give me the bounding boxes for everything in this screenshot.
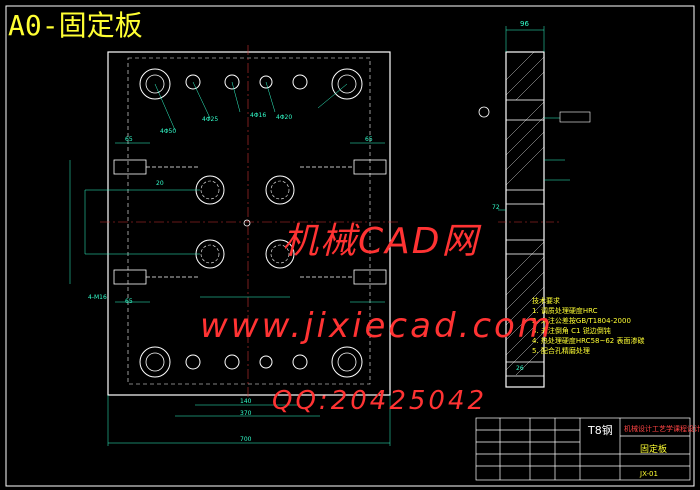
part-name-label: 固定板 bbox=[640, 445, 668, 455]
dim-4phi16: 4Φ16 bbox=[250, 112, 267, 119]
dim-left-65b: 65 bbox=[125, 298, 133, 305]
dim-4phi25: 4Φ25 bbox=[202, 116, 219, 123]
technical-notes: 技术要求 1. 调质处理硬度HRC 2. 未注公差按GB/T1804-2000 … bbox=[532, 296, 644, 356]
dim-4phi20: 4Φ20 bbox=[276, 114, 293, 121]
bottom-hole-row bbox=[139, 346, 363, 378]
dim-bottom-700: 700 bbox=[240, 436, 252, 443]
side-holes bbox=[505, 99, 545, 377]
dim-4phi50: 4Φ50 bbox=[160, 128, 177, 135]
dim-left-20: 20 bbox=[156, 180, 164, 187]
watermark-line-1: 机械CAD网 bbox=[282, 221, 480, 262]
school-label: 机械设计工艺学课程设计 bbox=[624, 425, 700, 433]
notes-item: 5. 配合孔精磨处理 bbox=[532, 347, 590, 355]
notes-item: 1. 调质处理硬度HRC bbox=[532, 307, 598, 315]
tolerance-frame bbox=[559, 111, 591, 123]
dim-side-26: 26 bbox=[516, 365, 524, 372]
notes-item: 2. 未注公差按GB/T1804-2000 bbox=[532, 317, 631, 325]
dim-right-65: 65 bbox=[365, 136, 373, 143]
notes-item: 3. 未注倒角 C1 锐边倒钝 bbox=[532, 327, 611, 335]
watermark-line-2: www.jixiecad.com bbox=[200, 306, 554, 346]
plate-inner-dashed bbox=[127, 57, 371, 385]
top-hole-row bbox=[139, 68, 363, 100]
plate-outline bbox=[107, 51, 391, 396]
drawing-title: A0-固定板 bbox=[8, 9, 143, 42]
dim-side-72: 72 bbox=[492, 204, 500, 211]
drawing-number: JX-01 bbox=[640, 470, 658, 478]
side-screw-slots bbox=[113, 159, 387, 285]
watermark-line-3: QQ:20425042 bbox=[272, 386, 488, 416]
side-width-dimension: 96 bbox=[520, 20, 529, 28]
dimension-lines bbox=[69, 81, 391, 446]
dim-4-m16: 4-M16 bbox=[88, 294, 107, 301]
front-view bbox=[69, 45, 400, 446]
side-dimensions bbox=[498, 26, 570, 211]
datum-symbol bbox=[478, 106, 490, 118]
dim-bottom-140: 140 bbox=[240, 398, 252, 405]
side-view bbox=[478, 26, 591, 388]
title-block bbox=[475, 417, 691, 481]
dim-left-65: 65 bbox=[125, 136, 133, 143]
notes-item: 4. 热处理硬度HRC58~62 表面渗碳 bbox=[532, 337, 645, 345]
side-plate-outline bbox=[505, 51, 545, 388]
dim-bottom-370: 370 bbox=[240, 410, 252, 417]
material-label: T8钢 bbox=[588, 424, 613, 437]
section-hatching bbox=[505, 51, 545, 376]
drawing-border bbox=[5, 5, 695, 487]
notes-heading: 技术要求 bbox=[532, 297, 560, 305]
